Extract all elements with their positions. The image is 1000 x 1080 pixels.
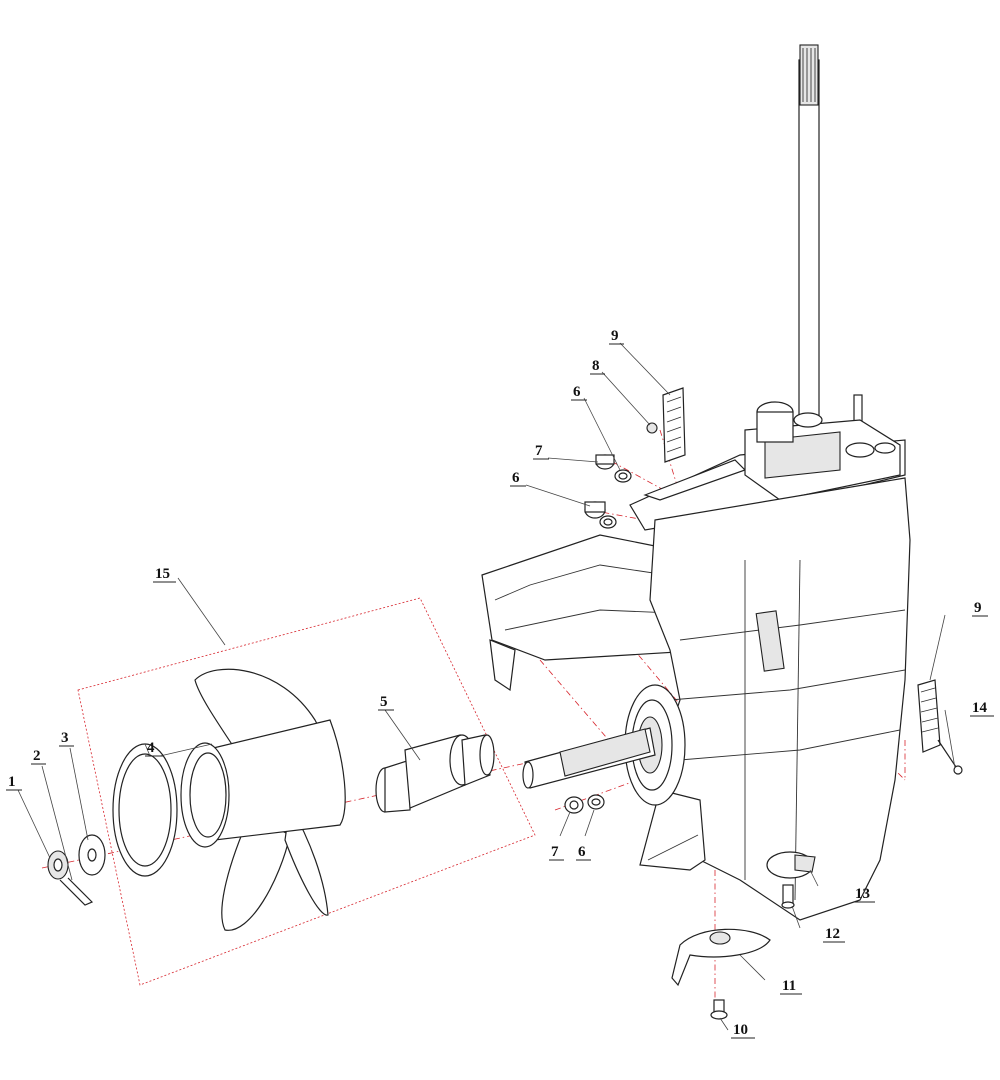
callout-8: 8	[592, 358, 600, 374]
callout-4: 4	[147, 740, 155, 756]
callout-9-lower: 9	[974, 600, 982, 616]
gearcase-housing	[481, 44, 911, 921]
part-7-drain-plug-middle	[584, 501, 606, 519]
part-12-screw	[781, 884, 795, 909]
part-9-intake-screen-lower	[917, 679, 941, 753]
propeller-assembly-group-box	[77, 597, 536, 986]
leader-lines	[17, 342, 956, 1031]
callout-13: 13	[855, 886, 870, 902]
callout-15: 15	[155, 566, 170, 582]
part-10-bolt	[710, 999, 728, 1020]
callout-12: 12	[825, 926, 840, 942]
callout-7-upper: 7	[535, 443, 543, 459]
callout-7-lower: 7	[551, 844, 559, 860]
part-9-intake-screen-upper	[662, 387, 686, 463]
part-6-gasket-middle	[599, 515, 617, 529]
part-7-drain-plug-upper	[595, 454, 615, 470]
part-1-nut	[47, 850, 69, 880]
part-14-bolt	[937, 739, 963, 775]
part-5-hub-bushing	[375, 734, 495, 813]
propeller-shaft	[522, 727, 656, 789]
part-7-drain-plug-lower	[564, 796, 584, 814]
callout-9-upper: 9	[611, 328, 619, 344]
part-4-propeller	[112, 668, 346, 931]
callout-5: 5	[380, 694, 388, 710]
callout-labels: 1 2 3 4 5 6 6 6 7 7 8 9 9 10 11 12 13 14…	[8, 328, 988, 1038]
label-underlines	[6, 343, 994, 1039]
callout-10: 10	[733, 1022, 748, 1038]
callout-2: 2	[33, 748, 41, 764]
callout-6-upper: 6	[573, 384, 581, 400]
part-11-anode	[671, 928, 771, 987]
callout-14: 14	[972, 700, 988, 716]
part-13-trim-tab	[766, 851, 816, 879]
callout-1: 1	[8, 774, 16, 790]
part-2-cotter-pin	[59, 877, 94, 906]
part-6-gasket-lower	[587, 794, 605, 810]
part-3-washer	[78, 834, 106, 876]
callout-11: 11	[782, 978, 796, 994]
callout-3: 3	[61, 730, 69, 746]
callout-6-lower: 6	[578, 844, 586, 860]
callout-6-middle: 6	[512, 470, 520, 486]
part-6-gasket-upper	[614, 469, 632, 483]
part-8-screw	[646, 422, 658, 434]
